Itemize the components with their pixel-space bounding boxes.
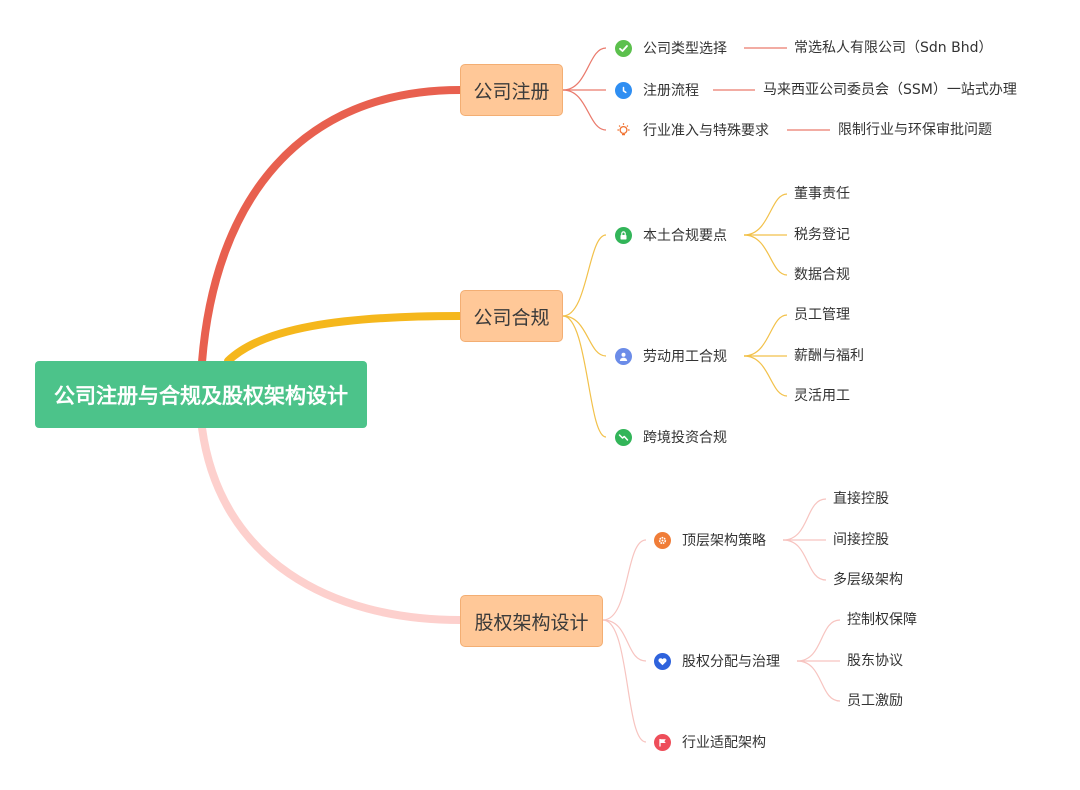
- leaf-director-duty[interactable]: 董事责任: [794, 186, 850, 202]
- flag-icon: [654, 733, 671, 751]
- topic-labor-compliance[interactable]: 劳动用工合规: [615, 345, 727, 367]
- clock-icon: [615, 81, 632, 99]
- registration-sub-lines: [562, 47, 830, 131]
- lightbulb-icon: [615, 122, 632, 139]
- branch-label: 公司注册: [473, 80, 550, 103]
- root-topic-label: 公司注册与合规及股权架构设计: [54, 383, 348, 408]
- equity-sub-lines: [602, 498, 841, 743]
- leaf-multilevel-structure[interactable]: 多层级架构: [833, 572, 903, 588]
- topic-label: 股权分配与治理: [682, 654, 780, 670]
- branch-label: 公司合规: [473, 306, 550, 329]
- gear-icon: [654, 531, 671, 549]
- leaf-control-protection[interactable]: 控制权保障: [847, 612, 917, 628]
- topic-industry-structure[interactable]: 行业适配架构: [654, 731, 766, 753]
- lock-icon: [615, 226, 632, 244]
- leaf-flexible-employment[interactable]: 灵活用工: [794, 388, 850, 404]
- branch-equity-structure[interactable]: 股权架构设计: [460, 595, 603, 647]
- topic-top-structure[interactable]: 顶层架构策略: [654, 529, 766, 551]
- topic-industry-access[interactable]: 行业准入与特殊要求: [615, 119, 769, 141]
- leaf-staff-management[interactable]: 员工管理: [794, 307, 850, 323]
- note-company-type[interactable]: 常选私人有限公司（Sdn Bhd）: [794, 40, 993, 56]
- root-to-compliance-line: [224, 312, 464, 365]
- topic-cross-border-investment[interactable]: 跨境投资合规: [615, 426, 727, 448]
- trend-icon: [615, 428, 632, 446]
- leaf-salary-benefits[interactable]: 薪酬与福利: [794, 348, 864, 364]
- root-to-equity-line: [198, 424, 464, 624]
- topic-label: 公司类型选择: [643, 41, 727, 57]
- leaf-indirect-holding[interactable]: 间接控股: [833, 532, 889, 548]
- topic-label: 行业准入与特殊要求: [643, 123, 769, 139]
- user-icon: [615, 347, 632, 365]
- topic-label: 本土合规要点: [643, 228, 727, 244]
- note-registration-process[interactable]: 马来西亚公司委员会（SSM）一站式办理: [763, 82, 1017, 98]
- branch-company-registration[interactable]: 公司注册: [460, 64, 563, 116]
- leaf-tax-registration[interactable]: 税务登记: [794, 227, 850, 243]
- note-industry-access[interactable]: 限制行业与环保审批问题: [838, 122, 992, 138]
- topic-label: 跨境投资合规: [643, 430, 727, 446]
- leaf-data-compliance[interactable]: 数据合规: [794, 267, 850, 283]
- root-topic[interactable]: 公司注册与合规及股权架构设计: [35, 361, 367, 428]
- leaf-employee-incentive[interactable]: 员工激励: [847, 693, 903, 709]
- topic-label: 行业适配架构: [682, 735, 766, 751]
- branch-company-compliance[interactable]: 公司合规: [460, 290, 563, 342]
- topic-company-type[interactable]: 公司类型选择: [615, 37, 727, 59]
- topic-registration-process[interactable]: 注册流程: [615, 79, 699, 101]
- topic-equity-governance[interactable]: 股权分配与治理: [654, 650, 780, 672]
- compliance-sub-lines: [562, 193, 788, 438]
- check-circle-icon: [615, 39, 632, 57]
- leaf-direct-holding[interactable]: 直接控股: [833, 491, 889, 507]
- branch-label: 股权架构设计: [474, 611, 589, 634]
- topic-label: 注册流程: [643, 83, 699, 99]
- topic-label: 劳动用工合规: [643, 349, 727, 365]
- topic-local-compliance[interactable]: 本土合规要点: [615, 224, 727, 246]
- topic-label: 顶层架构策略: [682, 533, 766, 549]
- heart-icon: [654, 652, 671, 670]
- root-to-registration-line: [198, 86, 464, 366]
- leaf-shareholder-agreement[interactable]: 股东协议: [847, 653, 903, 669]
